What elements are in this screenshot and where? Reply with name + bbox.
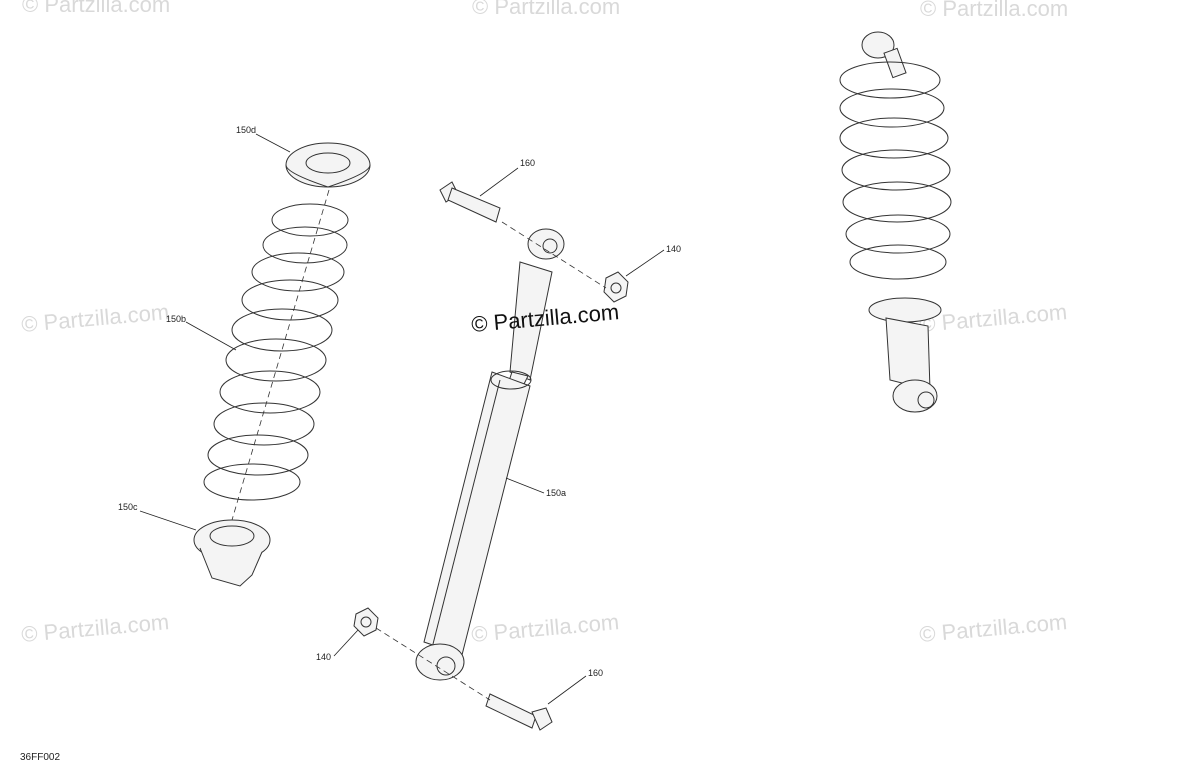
nut-bottom[interactable] [353,607,379,637]
assembled-shock[interactable] [839,31,952,413]
watermark: © Partzilla.com [472,0,620,19]
callout-150a[interactable]: 150a [546,488,566,498]
assembly-lines [231,189,607,701]
shock-absorber[interactable] [415,228,565,681]
watermark: © Partzilla.com [22,0,170,17]
callout-140-bottom[interactable]: 140 [316,652,331,662]
center-watermark: © Partzilla.com [470,299,620,337]
bolt-bottom[interactable] [485,693,553,731]
spring-seat-lower[interactable] [193,519,271,587]
watermark: © Partzilla.com [920,0,1068,21]
leader-lines [139,133,665,705]
callout-160-bottom[interactable]: 160 [588,668,603,678]
diagram-reference: 36FF002 [20,752,61,763]
watermark: © Partzilla.com [20,299,170,337]
bolt-top[interactable] [439,181,501,223]
spring-seat-upper[interactable] [285,142,371,188]
watermark: © Partzilla.com [918,609,1068,647]
callout-160-top[interactable]: 160 [520,158,535,168]
nut-top[interactable] [603,271,629,303]
watermark: © Partzilla.com [918,299,1068,337]
callout-140-top[interactable]: 140 [666,244,681,254]
coil-spring[interactable] [203,203,349,501]
callout-150b[interactable]: 150b [166,314,186,324]
callout-150c[interactable]: 150c [118,502,138,512]
watermark: © Partzilla.com [20,609,170,647]
callout-150d[interactable]: 150d [236,125,256,135]
callout-labels: 150d 160 140 150b 150a 150c 140 160 [118,125,681,678]
watermark: © Partzilla.com [470,609,620,647]
